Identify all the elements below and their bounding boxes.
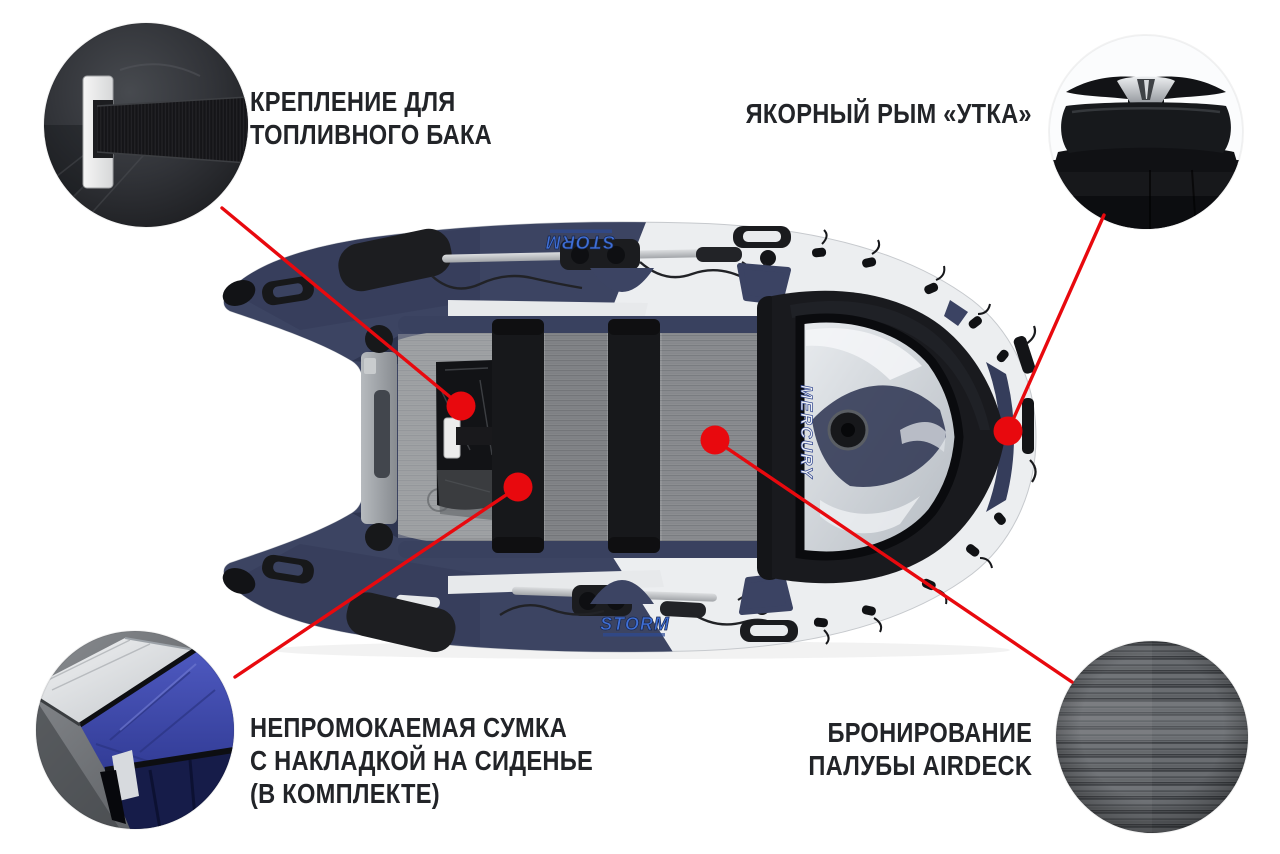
callout-dot-waterproof-bag (503, 472, 533, 502)
storm-logo-text: STORM (545, 232, 615, 252)
transom-slot (374, 390, 390, 478)
inset-strap (97, 97, 248, 163)
callout-line-anchor-cleat (1006, 213, 1106, 433)
cone-handle-bottom (262, 554, 314, 584)
fuel-strap (456, 427, 497, 445)
cone-cap-top (222, 280, 256, 306)
tube-logo-top: STORM (545, 229, 615, 252)
oar-top (338, 228, 749, 292)
label-line: ЯКОРНЫЙ РЫМ «УТКА» (745, 98, 1032, 129)
rub-strip-top (398, 316, 802, 333)
callout-connectors (220, 206, 1106, 684)
navy-patch-inner-bottom (590, 580, 654, 604)
callout-dot-fuel-mount (446, 391, 476, 421)
label-line: (В КОМПЛЕКТЕ) (250, 778, 440, 809)
inset-photo-airdeck (1056, 641, 1248, 833)
navy-patch-bottom (739, 573, 793, 615)
tube-stripe-top (448, 300, 648, 320)
inset-cleat-base (1061, 102, 1231, 153)
storm-logo-text: STORM (600, 614, 670, 634)
tube-handle-top (733, 226, 791, 248)
fuel-tank-mat (436, 360, 498, 520)
label-anchor-cleat: ЯКОРНЫЙ РЫМ «УТКА» (746, 97, 1032, 130)
inset-photo-waterproof-bag (36, 631, 234, 829)
callout-dot-airdeck (700, 425, 730, 455)
bow-strap-1 (1013, 336, 1036, 374)
inset-bag-blue (80, 650, 234, 770)
label-line: БРОНИРОВАНИЕ (827, 717, 1032, 748)
label-line: КРЕПЛЕНИЕ ДЛЯ (250, 86, 456, 117)
cone-cap-bottom (222, 568, 256, 594)
inset-photo-anchor-cleat (1049, 35, 1243, 229)
oar-grip-top (696, 247, 742, 262)
bench-seat-1 (492, 319, 544, 553)
boat-top-view: STORM STORM MERCURY (222, 221, 1037, 659)
transom-pad-bottom (365, 523, 393, 551)
inset-photo-fuel-mount (44, 23, 248, 227)
cone-handle-top (262, 276, 314, 306)
callout-line-fuel-mount (220, 206, 463, 408)
rub-strip-bottom (398, 541, 802, 558)
tube-handle-bottom (740, 620, 798, 642)
inset-seat-board (36, 638, 195, 725)
bench-seat-2 (608, 319, 660, 553)
label-line: С НАКЛАДКОЙ НА СИДЕНЬЕ (250, 745, 594, 776)
tube-knob-top (760, 250, 776, 266)
callout-line-waterproof-bag (233, 485, 520, 679)
label-fuel-mount: КРЕПЛЕНИЕ ДЛЯ ТОПЛИВНОГО БАКА (250, 85, 492, 151)
callout-line-airdeck (713, 438, 1074, 684)
label-line: ТОПЛИВНОГО БАКА (250, 119, 493, 150)
tube-logo-bottom: STORM (600, 614, 670, 637)
label-line: ПАЛУБЫ AIRDECK (808, 750, 1032, 781)
bow-strap-2 (1022, 398, 1034, 454)
bow-canopy: MERCURY (757, 290, 1005, 584)
navy-patch-inner-top (590, 268, 654, 292)
canopy-brand-text: MERCURY (797, 385, 815, 480)
bungee-cord-top (431, 261, 749, 290)
label-line: НЕПРОМОКАЕМАЯ СУМКА (250, 712, 568, 743)
label-airdeck: БРОНИРОВАНИЕ ПАЛУБЫ AIRDECK (808, 716, 1032, 782)
label-waterproof-bag: НЕПРОМОКАЕМАЯ СУМКА С НАКЛАДКОЙ НА СИДЕН… (250, 711, 593, 810)
callout-dot-anchor-cleat (993, 416, 1023, 446)
